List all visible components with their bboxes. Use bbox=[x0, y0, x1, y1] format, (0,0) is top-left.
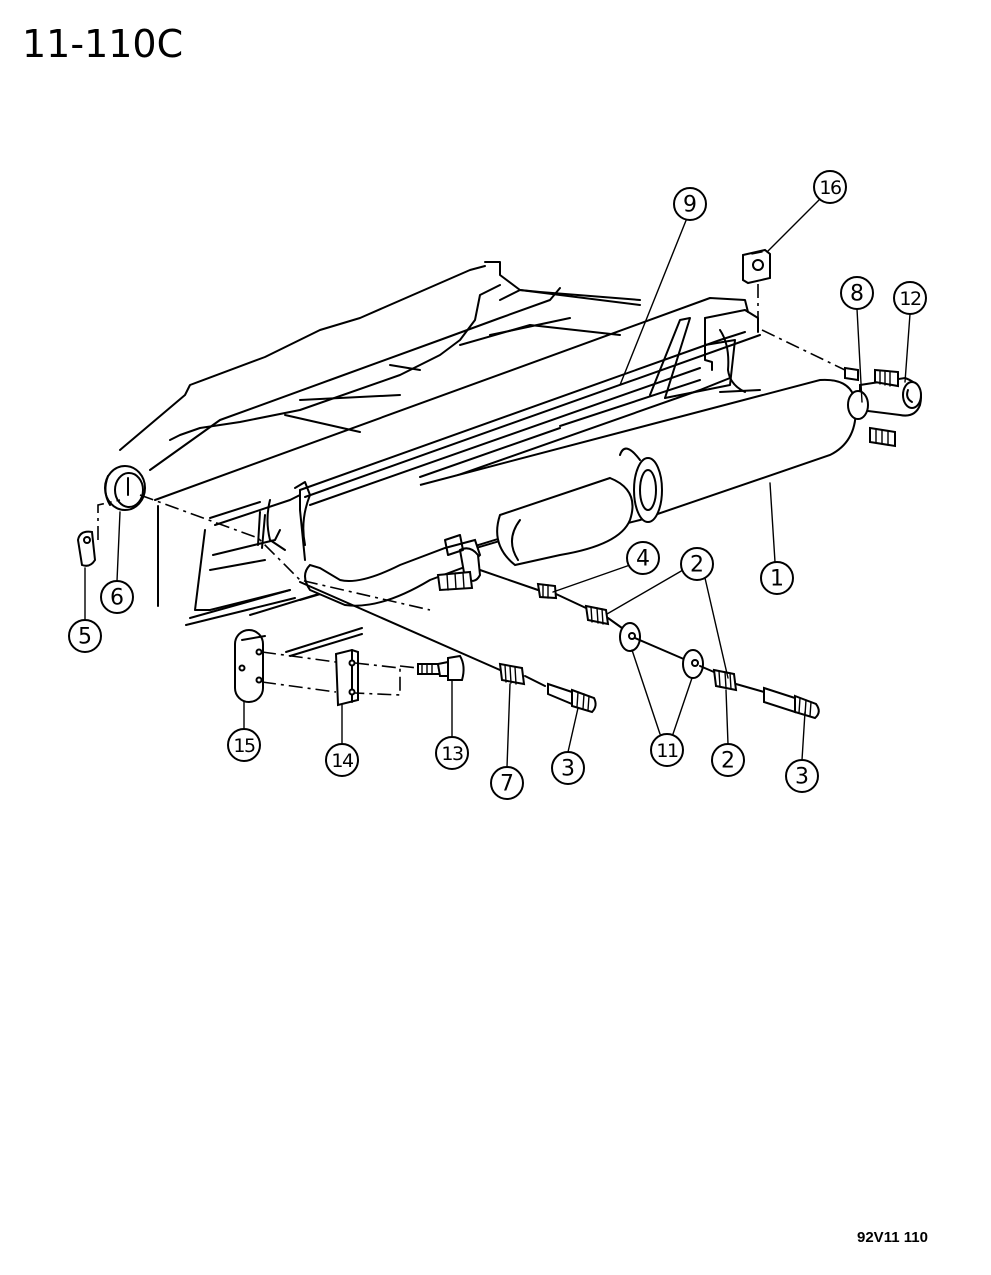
callout-circle bbox=[711, 743, 745, 777]
callout-part-9: 9 bbox=[673, 187, 707, 221]
callout-part-6: 6 bbox=[100, 580, 134, 614]
isolator-part-6 bbox=[104, 465, 146, 511]
callout-circle bbox=[785, 759, 819, 793]
callout-number: 2 bbox=[690, 553, 704, 578]
callout-circle bbox=[551, 751, 585, 785]
callout-part-2: 2 bbox=[711, 743, 745, 777]
callout-number: 15 bbox=[233, 735, 255, 757]
callout-circle bbox=[490, 766, 524, 800]
callout-part-2: 2 bbox=[680, 547, 714, 581]
callout-circle bbox=[673, 187, 707, 221]
nut-part-4 bbox=[536, 582, 558, 600]
callout-circle bbox=[893, 281, 927, 315]
callout-circle bbox=[100, 580, 134, 614]
clip-nut-part-16 bbox=[742, 248, 771, 285]
callout-number: 6 bbox=[110, 586, 124, 611]
callout-circle bbox=[325, 743, 359, 777]
stud-upper bbox=[874, 368, 899, 388]
callout-number: 13 bbox=[441, 743, 463, 765]
washer-part-11a bbox=[619, 622, 641, 652]
callout-part-12: 12 bbox=[893, 281, 927, 315]
callout-circle bbox=[227, 728, 261, 762]
nut-part-2b bbox=[712, 668, 738, 692]
callout-part-13: 13 bbox=[435, 736, 469, 770]
washer-part-11b bbox=[682, 649, 704, 679]
callout-part-3: 3 bbox=[551, 751, 585, 785]
callout-circle bbox=[435, 736, 469, 770]
callout-number: 2 bbox=[721, 749, 735, 774]
callout-number: 8 bbox=[850, 282, 864, 307]
stud-part-3a bbox=[547, 682, 597, 714]
callout-number: 4 bbox=[636, 547, 650, 572]
illustration-code: 92V11 110 bbox=[857, 1229, 928, 1246]
stud-part-3b bbox=[763, 686, 820, 720]
callout-part-11: 11 bbox=[650, 733, 684, 767]
callout-number: 5 bbox=[78, 625, 92, 650]
stud-lower bbox=[869, 426, 896, 448]
callout-circle bbox=[626, 541, 660, 575]
callout-part-5: 5 bbox=[68, 619, 102, 653]
callout-number: 14 bbox=[331, 750, 354, 772]
callout-part-3: 3 bbox=[785, 759, 819, 793]
muffler bbox=[304, 378, 857, 607]
callout-circle bbox=[813, 170, 847, 204]
callout-part-7: 7 bbox=[490, 766, 524, 800]
callout-circle bbox=[840, 276, 874, 310]
bolt-part-13 bbox=[417, 654, 465, 681]
callout-circle bbox=[680, 547, 714, 581]
diagram-title: 11-110C bbox=[22, 22, 184, 66]
callout-part-1: 1 bbox=[760, 561, 794, 595]
callout-circle bbox=[760, 561, 794, 595]
callout-circle bbox=[68, 619, 102, 653]
outlet-pipe bbox=[844, 366, 922, 448]
callout-number: 11 bbox=[656, 740, 678, 762]
hanger-rod bbox=[285, 627, 363, 657]
callout-part-8: 8 bbox=[840, 276, 874, 310]
callout-number: 3 bbox=[561, 757, 575, 782]
nut-part-2a bbox=[584, 604, 610, 626]
flange-stud bbox=[436, 570, 474, 592]
callout-number: 1 bbox=[770, 567, 784, 592]
callout-part-16: 16 bbox=[813, 170, 847, 204]
clip-part-5 bbox=[76, 530, 97, 567]
callout-part-14: 14 bbox=[325, 743, 359, 777]
callout-part-4: 4 bbox=[626, 541, 660, 575]
insulator-part-15 bbox=[234, 629, 266, 703]
callout-circle bbox=[650, 733, 684, 767]
callout-number: 16 bbox=[819, 177, 841, 199]
callout-part-15: 15 bbox=[227, 728, 261, 762]
nut-part-7 bbox=[498, 662, 526, 686]
bracket-part-14 bbox=[334, 648, 359, 707]
callout-number: 3 bbox=[795, 765, 809, 790]
leader-lines bbox=[84, 199, 911, 768]
callout-number: 12 bbox=[899, 288, 921, 310]
callout-number: 7 bbox=[500, 772, 514, 797]
callout-number: 9 bbox=[683, 193, 697, 218]
